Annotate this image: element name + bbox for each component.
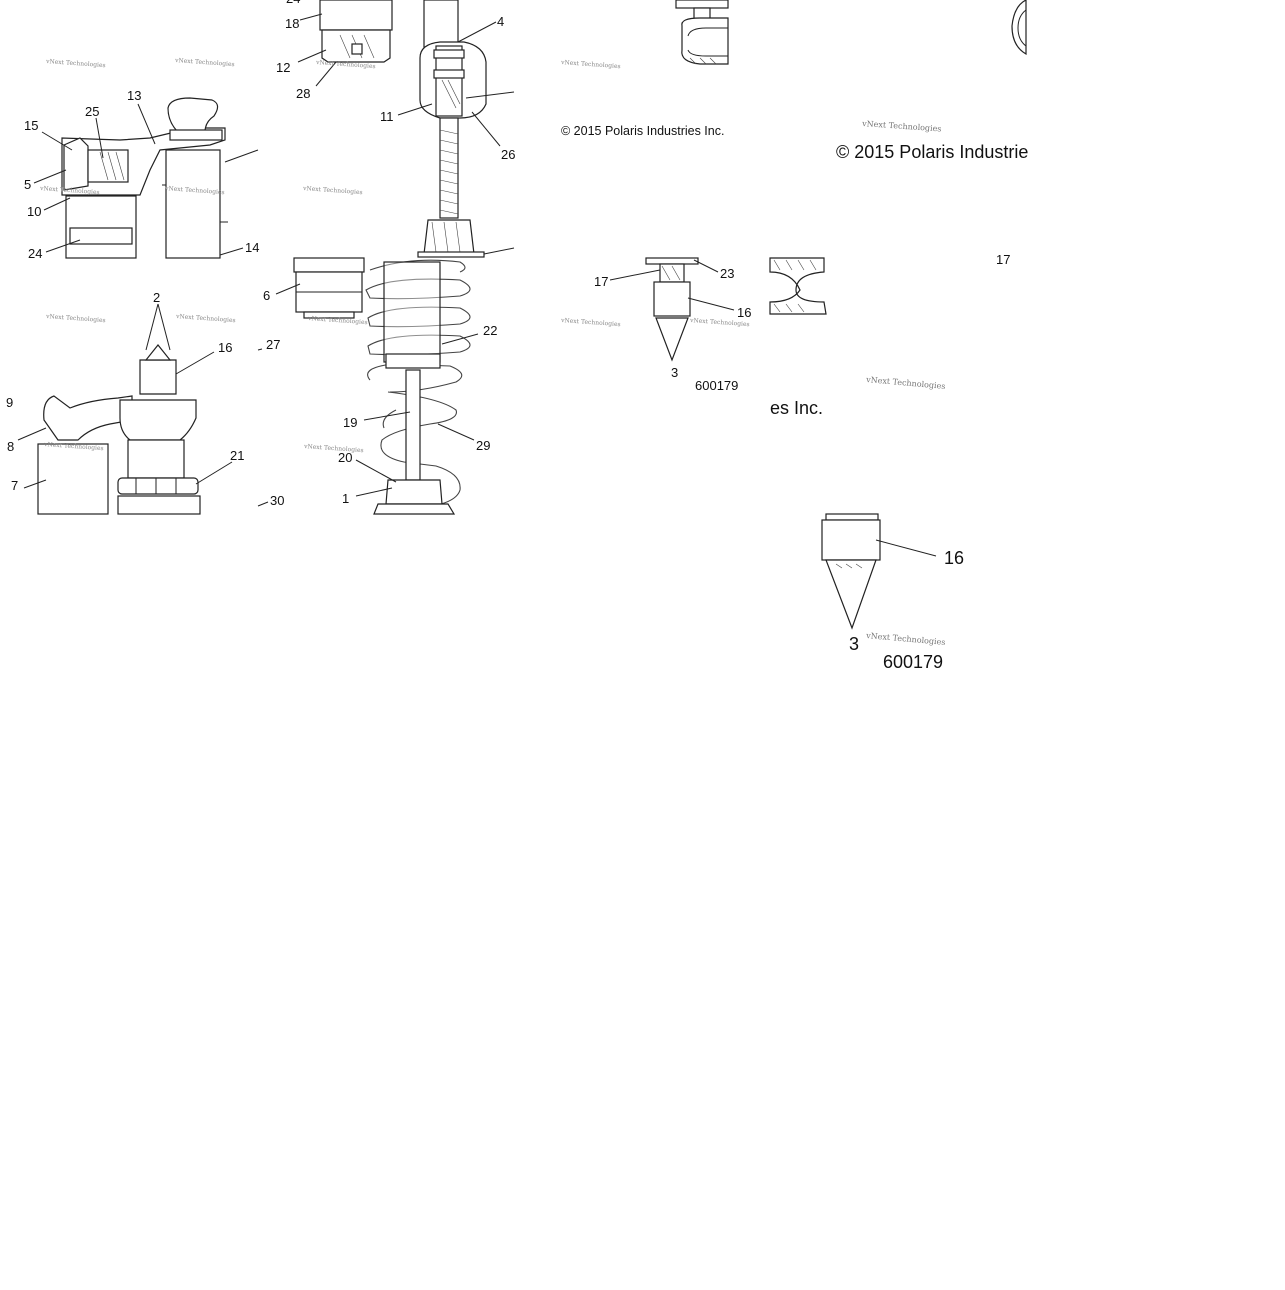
copyright-small: © 2015 Polaris Industries Inc. [561,124,724,138]
tile-adjuster-cap: 2 16 27 9 8 7 21 30 vNext Technologies v… [6,290,284,515]
watermark-14: vNext Technologies [560,317,621,328]
body-cylinder [319,0,393,31]
callout-16c: 16 [944,548,964,568]
callout-15: 15 [24,118,38,133]
top-eyelet [167,97,219,133]
figure-number-small: 600179 [695,378,738,393]
reservoir-body [65,195,137,259]
callout-21: 21 [230,448,244,463]
cap-body [653,281,691,317]
callout-29: 29 [476,438,490,453]
watermark-13: vNext Technologies [303,443,364,454]
callout-28: 28 [296,86,310,101]
tile-valve-cap-small: 17 23 16 3 600179 vNext Technologies vNe… [560,257,751,393]
callout-7: 7 [11,478,18,493]
figure-number-big: 600179 [883,652,943,672]
cap-flange [645,257,699,265]
lower-spring-seat [385,479,443,505]
callout-24b: 24 [28,246,42,261]
eyelet-base [169,129,223,141]
callout-17b: 17 [996,252,1010,267]
callout-3c: 3 [849,634,859,654]
callout-27: 27 [266,337,280,352]
callout-19: 19 [343,415,357,430]
reservoir-cap-lower [293,257,365,273]
copyright-fragment: es Inc. [770,398,823,418]
jam-nut [423,219,475,255]
watermark-16: vNext Technologies [865,375,946,391]
callout-26: 26 [501,147,515,162]
cap-cone-large [825,559,877,630]
callout-14: 14 [245,240,259,255]
watermark-2: vNext Technologies [174,57,235,68]
watermark-11: vNext Technologies [43,441,104,452]
callout-3: 3 [671,365,678,380]
body-collar [127,439,185,479]
watermark-6: vNext Technologies [302,185,363,196]
callout-10: 10 [27,204,41,219]
tile-eyelet-fragment: 17 es Inc. vNext Technologies [769,252,1010,418]
watermark-1: vNext Technologies [45,58,106,69]
watermark-7: vNext Technologies [560,59,621,70]
callout-23: 23 [720,266,734,281]
tile-valve-cap-large: 16 3 600179 vNext Technologies [821,513,964,672]
callout-11: 11 [380,109,394,124]
tile-spring-damper: 6 22 19 29 20 1 vNext Technologies vNext… [263,257,497,515]
callout-12: 12 [276,60,290,75]
reservoir-piston [69,227,133,245]
callout-6: 6 [263,288,270,303]
callout-17: 17 [594,274,608,289]
adjuster-knob [63,137,89,191]
valve-body [87,149,129,183]
callout-16b: 16 [737,305,751,320]
watermark-3: vNext Technologies [39,185,100,196]
bumper-sleeve [385,353,441,369]
reservoir-lower [37,443,109,515]
callout-16: 16 [218,340,232,355]
callout-20: 20 [338,450,352,465]
watermark-8: vNext Technologies [861,119,942,134]
threaded-shaft [439,117,459,219]
callout-5: 5 [24,177,31,192]
callout-9: 9 [6,395,13,410]
damper-shaft [405,369,421,481]
tile-body-shaft: 24 18 12 28 4 11 26 vNext Technologies v… [276,0,515,258]
hose-fitting [43,395,133,441]
callout-24: 24 [286,0,300,6]
watermark-15: vNext Technologies [689,317,750,328]
cap-cone [655,317,689,362]
eyelet-bushing-fragment [769,257,827,315]
callout-4: 4 [497,14,504,29]
eyelet-right-fragment [1011,0,1027,56]
spring-retainer [383,261,441,363]
cap-body-large [821,519,881,561]
tile-eyelet-copyright: © 2015 Polaris Industries Inc. © 2015 Po… [560,0,1028,162]
tile-reservoir-head: 15 25 13 5 10 24 14 vNext Technologies v… [24,57,259,261]
watermark-5: vNext Technologies [315,59,376,70]
watermark-17: vNext Technologies [865,631,946,647]
preload-ring [117,477,199,495]
callout-13: 13 [127,88,141,103]
air-valve-cap [139,359,177,395]
callout-1: 1 [342,491,349,506]
callout-2: 2 [153,290,160,305]
valve-tip [144,344,172,361]
callout-22: 22 [483,323,497,338]
shock-body-upper [165,149,221,259]
shock-body-head [119,399,197,441]
watermark-10: vNext Technologies [175,313,236,324]
callout-18: 18 [285,16,299,31]
watermark-12: vNext Technologies [307,315,368,326]
lower-eyelet [681,17,729,65]
callout-25: 25 [85,104,99,119]
thread-marks [439,129,459,215]
watermark-9: vNext Technologies [45,313,106,324]
watermark-4: vNext Technologies [164,185,225,196]
callout-8: 8 [7,439,14,454]
callout-30: 30 [270,493,284,508]
spring-collar [117,495,201,515]
copyright-big: © 2015 Polaris Industrie [836,142,1028,162]
